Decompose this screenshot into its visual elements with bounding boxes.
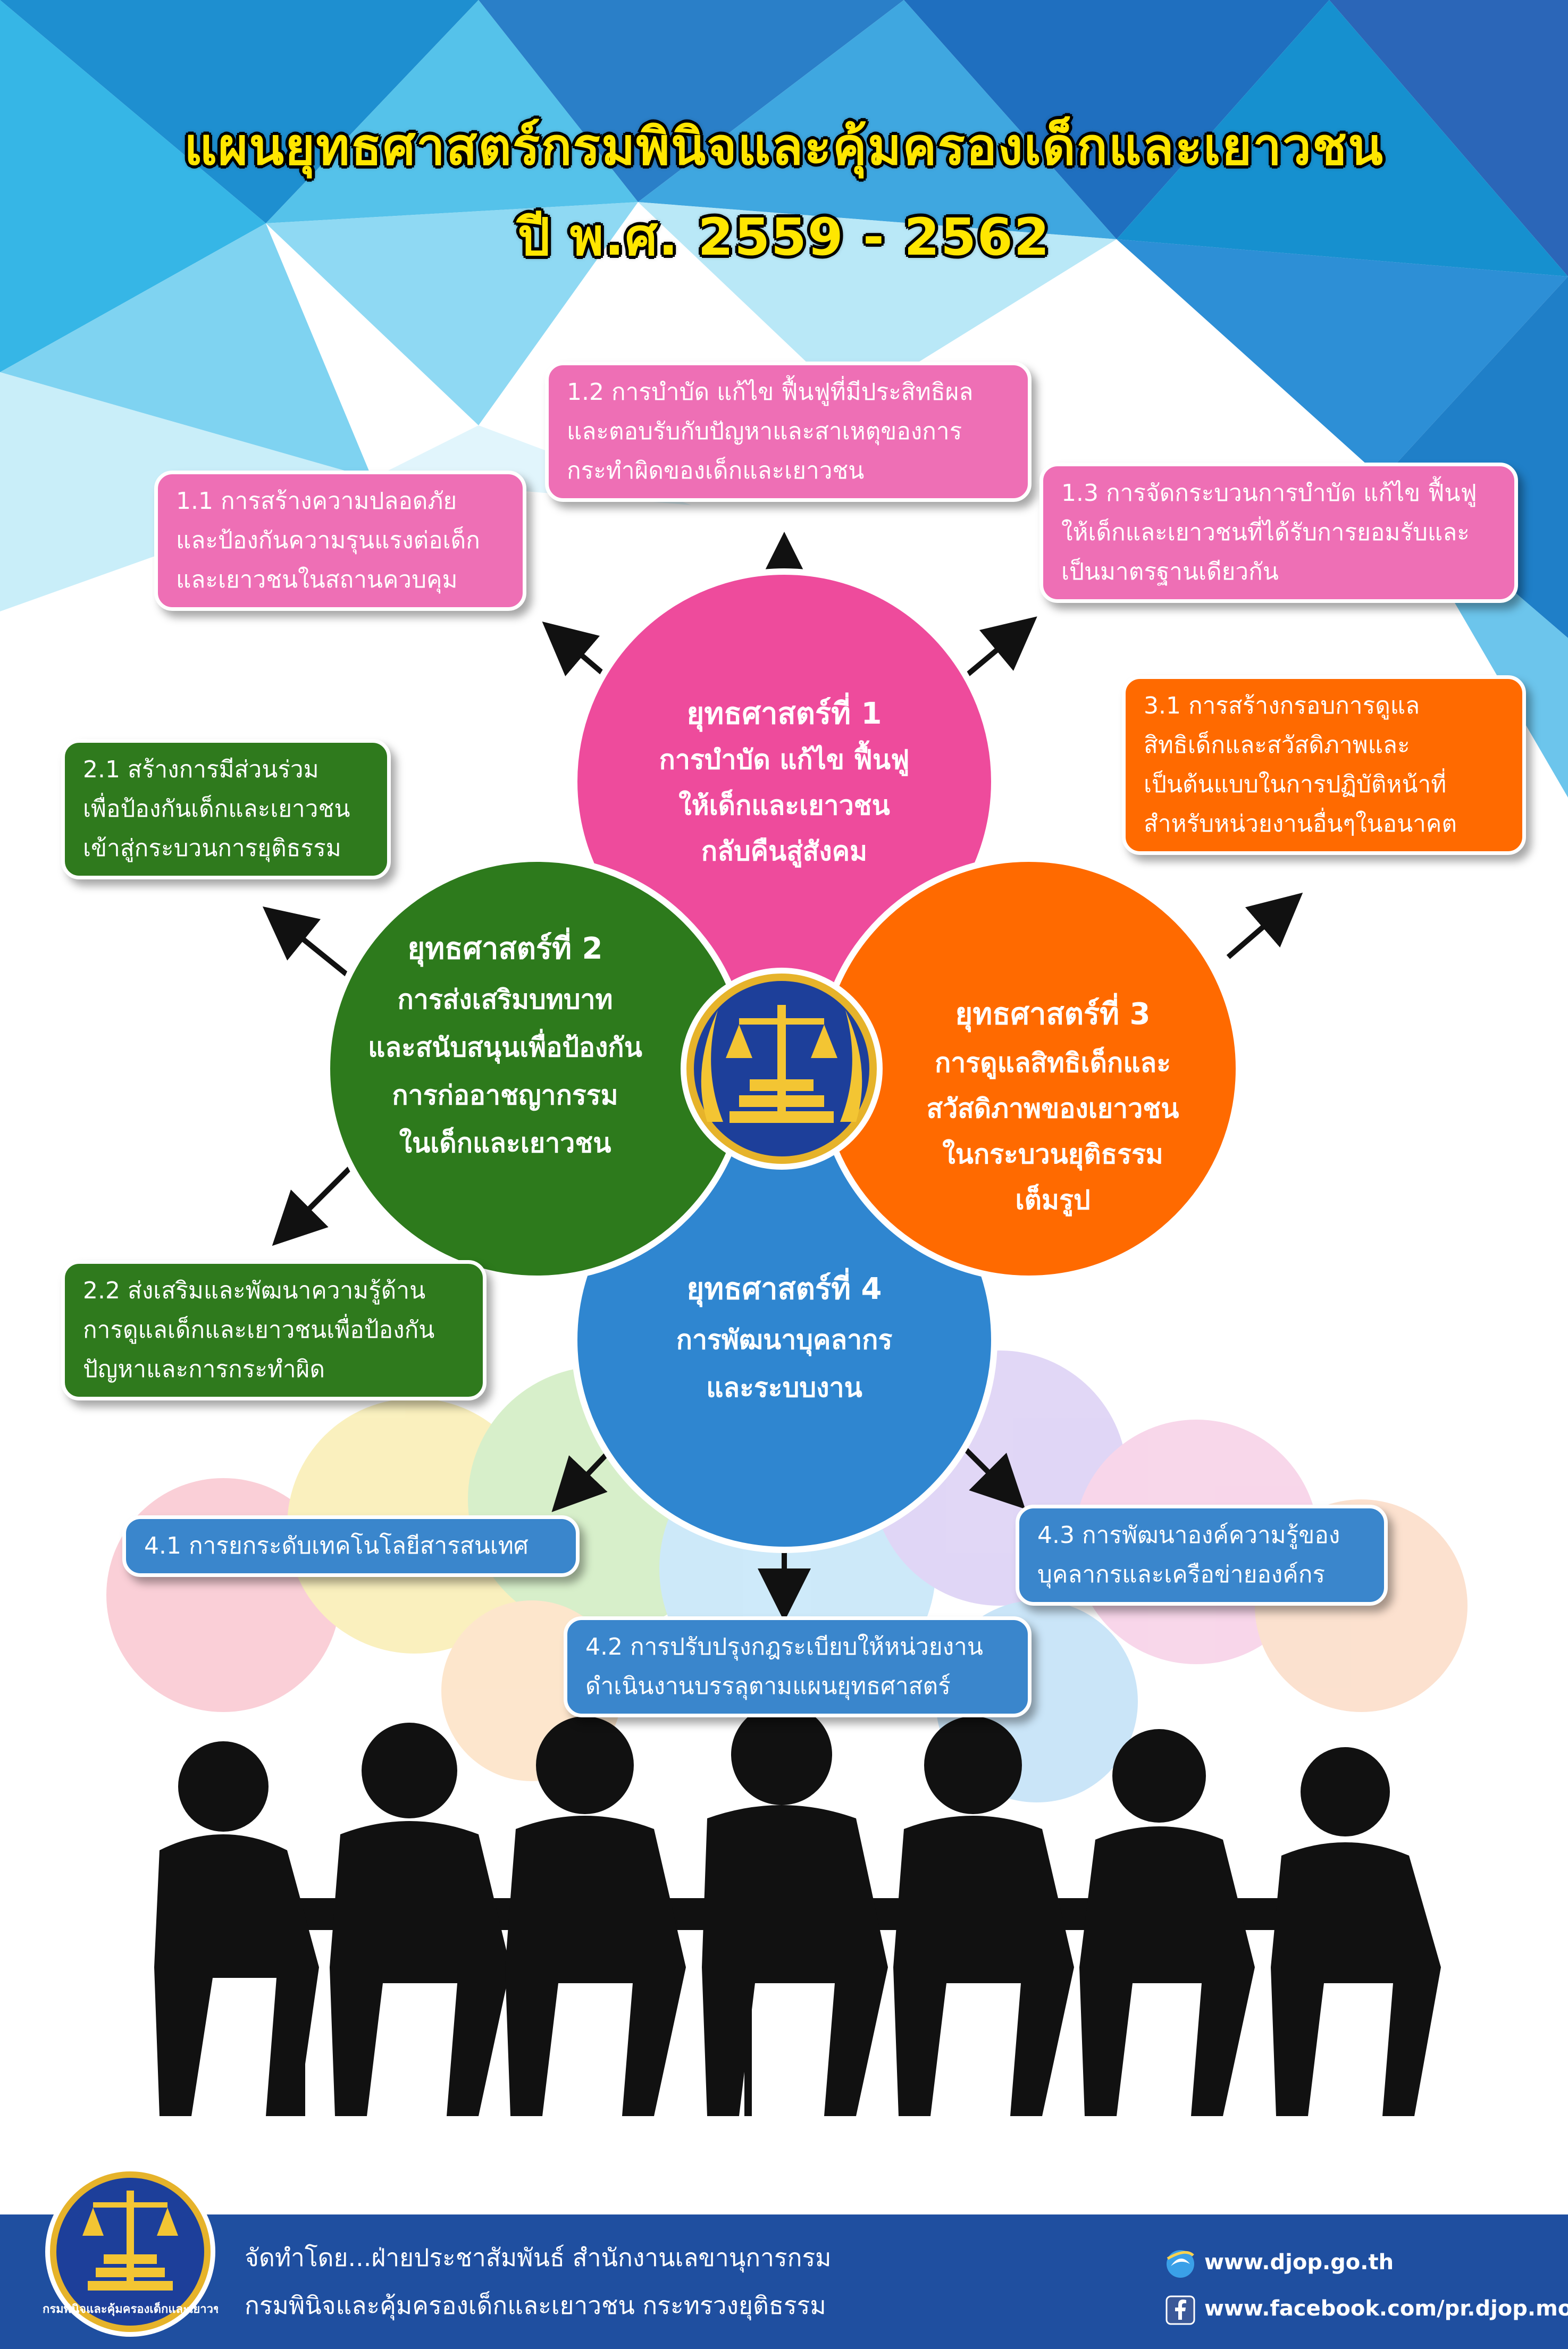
strategy-2-line: การส่งเสริมบทบาท	[397, 984, 613, 1015]
website-link[interactable]: www.djop.go.th	[1204, 2250, 1394, 2275]
goal-4-2-line: ดำเนินงานบรรลุตามแผนยุทธศาสตร์	[585, 1673, 951, 1700]
strategy-3-line: การดูแลสิทธิเด็กและ	[934, 1047, 1171, 1078]
strategy-3-line: ในกระบวนยุติธรรม	[942, 1139, 1163, 1170]
goal-3-1-line: สำหรับหน่วยงานอื่นๆในอนาคต	[1144, 810, 1457, 837]
page-title: แผนยุทธศาสตร์กรมพินิจและคุ้มครองเด็กและเ…	[184, 117, 1384, 177]
person-6	[1079, 1729, 1255, 2116]
goal-3-1-line: สิทธิเด็กและสวัสดิภาพและ	[1144, 732, 1410, 759]
strategy-2-line: ในเด็กและเยาวชน	[399, 1128, 611, 1159]
goal-4-1-line: 4.1 การยกระดับเทคโนโลยีสารสนเทศ	[144, 1532, 529, 1559]
facebook-link[interactable]: www.facebook.com/pr.djop.moj	[1204, 2296, 1568, 2321]
goal-4-3-line: 4.3 การพัฒนาองค์ความรู้ของ	[1037, 1522, 1340, 1549]
person-3	[505, 1716, 686, 2116]
djop-emblem	[681, 968, 883, 1170]
goal-1-1-line: 1.1 การสร้างความปลอดภัย	[176, 488, 457, 515]
person-7	[1271, 1747, 1441, 2116]
goal-2-1-line: เพื่อป้องกันเด็กและเยาวชน	[83, 795, 350, 823]
strategy-2-text: ยุทธศาสตร์ที่ 2 การส่งเสริมบทบาท และสนับ…	[340, 922, 670, 1167]
strategy-3-line: เต็มรูป	[1015, 1185, 1091, 1215]
person-1	[154, 1741, 319, 2116]
person-5	[893, 1716, 1074, 2116]
goal-4-1-box: 4.1 การยกระดับเทคโนโลยีสารสนเทศ	[122, 1515, 580, 1577]
goal-2-2-box: 2.2 ส่งเสริมและพัฒนาความรู้ด้าน การดูแลเ…	[61, 1260, 487, 1400]
goal-2-1-line: เข้าสู่กระบวนการยุติธรรม	[83, 835, 341, 862]
goal-1-2-line: และตอบรับกับปัญหาและสาเหตุของการ	[567, 418, 962, 445]
goal-2-1-line: 2.1 สร้างการมีส่วนร่วม	[83, 756, 319, 783]
footer-bar	[0, 2214, 1568, 2349]
goal-1-1-box: 1.1 การสร้างความปลอดภัย และป้องกันความรุ…	[154, 471, 526, 611]
goal-4-3-line: บุคลากรและเครือข่ายองค์กร	[1037, 1561, 1325, 1588]
goal-3-1-line: 3.1 การสร้างกรอบการดูแล	[1144, 692, 1420, 719]
strategy-1-heading: ยุทธศาสตร์ที่ 1	[686, 697, 882, 731]
arrow-to-2-1	[262, 906, 350, 978]
strategy-1-line: ให้เด็กและเยาวชน	[678, 790, 890, 821]
strategy-2-line: การก่ออาชญากรรม	[392, 1080, 618, 1111]
strategy-2-heading: ยุทธศาสตร์ที่ 2	[407, 932, 603, 966]
goal-1-3-line: ให้เด็กและเยาวชนที่ได้รับการยอมรับและ	[1061, 519, 1470, 546]
goal-1-2-box: 1.2 การบำบัด แก้ไข ฟื้นฟูที่มีประสิทธิผล…	[545, 362, 1032, 502]
goal-4-2-line: 4.2 การปรับปรุงกฎระเบียบให้หน่วยงาน	[585, 1633, 983, 1660]
footer-credit-line-2: กรมพินิจและคุ้มครองเด็กและเยาวชน กระทรวง…	[245, 2291, 826, 2320]
strategy-4-heading: ยุทธศาสตร์ที่ 4	[686, 1272, 882, 1306]
strategy-3-line: สวัสดิภาพของเยาวชน	[926, 1093, 1179, 1124]
arrow-to-3-1	[1226, 892, 1303, 959]
strategy-1-line: การบำบัด แก้ไข ฟื้นฟู	[659, 744, 910, 775]
strategy-3-heading: ยุทธศาสตร์ที่ 3	[955, 997, 1151, 1031]
strategy-2-line: และสนับสนุนเพื่อป้องกัน	[368, 1032, 642, 1063]
page-subtitle-year: ปี พ.ศ. 2559 - 2562	[517, 207, 1051, 267]
goal-2-2-line: ปัญหาและการกระทำผิด	[83, 1356, 325, 1383]
goal-2-2-line: การดูแลเด็กและเยาวชนเพื่อป้องกัน	[83, 1316, 435, 1344]
goal-1-3-line: 1.3 การจัดกระบวนการบำบัด แก้ไข ฟื้นฟู	[1061, 480, 1477, 507]
strategy-4-line: การพัฒนาบุคลากร	[676, 1324, 893, 1355]
person-2	[330, 1723, 510, 2116]
strategy-3-text: ยุทธศาสตร์ที่ 3 การดูแลสิทธิเด็กและ สวัส…	[899, 989, 1207, 1223]
goal-3-1-line: เป็นต้นแบบในการปฏิบัติหน้าที่	[1144, 771, 1447, 798]
goal-1-3-box: 1.3 การจัดกระบวนการบำบัด แก้ไข ฟื้นฟู ให…	[1039, 463, 1518, 603]
footer-credit-line-1: จัดทำโดย...ฝ่ายประชาสัมพันธ์ สำนักงานเลข…	[245, 2243, 832, 2272]
goal-2-2-line: 2.2 ส่งเสริมและพัฒนาความรู้ด้าน	[83, 1277, 426, 1304]
strategy-1-text: ยุทธศาสตร์ที่ 1 การบำบัด แก้ไข ฟื้นฟู ให…	[625, 691, 944, 874]
strategy-4-line: และระบบงาน	[706, 1372, 862, 1403]
strategy-4-text: ยุทธศาสตร์ที่ 4 การพัฒนาบุคลากร และระบบง…	[625, 1263, 944, 1412]
browser-icon	[1167, 2250, 1194, 2278]
goal-4-2-box: 4.2 การปรับปรุงกฎระเบียบให้หน่วยงาน ดำเน…	[564, 1616, 1032, 1717]
goal-1-1-line: และป้องกันความรุนแรงต่อเด็ก	[176, 527, 480, 554]
goal-1-1-line: และเยาวชนในสถานควบคุม	[176, 566, 458, 593]
footer-emblem	[45, 2167, 215, 2337]
goal-1-3-line: เป็นมาตรฐานเดียวกัน	[1061, 558, 1279, 585]
strategy-1-line: กลับคืนสู่สังคม	[701, 836, 868, 867]
meeting-silhouette	[154, 1704, 1441, 2116]
goal-4-3-box: 4.3 การพัฒนาองค์ความรู้ของ บุคลากรและเคร…	[1016, 1505, 1388, 1606]
goal-3-1-box: 3.1 การสร้างกรอบการดูแล สิทธิเด็กและสวัส…	[1122, 675, 1526, 855]
footer-emblem-text: กรมพินิจและคุ้มครองเด็กและเยาวชน	[43, 2303, 218, 2316]
goal-1-2-line: 1.2 การบำบัด แก้ไข ฟื้นฟูที่มีประสิทธิผล	[567, 379, 974, 406]
goal-1-2-line: กระทำผิดของเด็กและเยาวชน	[567, 457, 865, 484]
goal-2-1-box: 2.1 สร้างการมีส่วนร่วม เพื่อป้องกันเด็กแ…	[61, 739, 391, 879]
arrow-to-2-2	[272, 1165, 353, 1246]
facebook-icon	[1165, 2295, 1195, 2325]
